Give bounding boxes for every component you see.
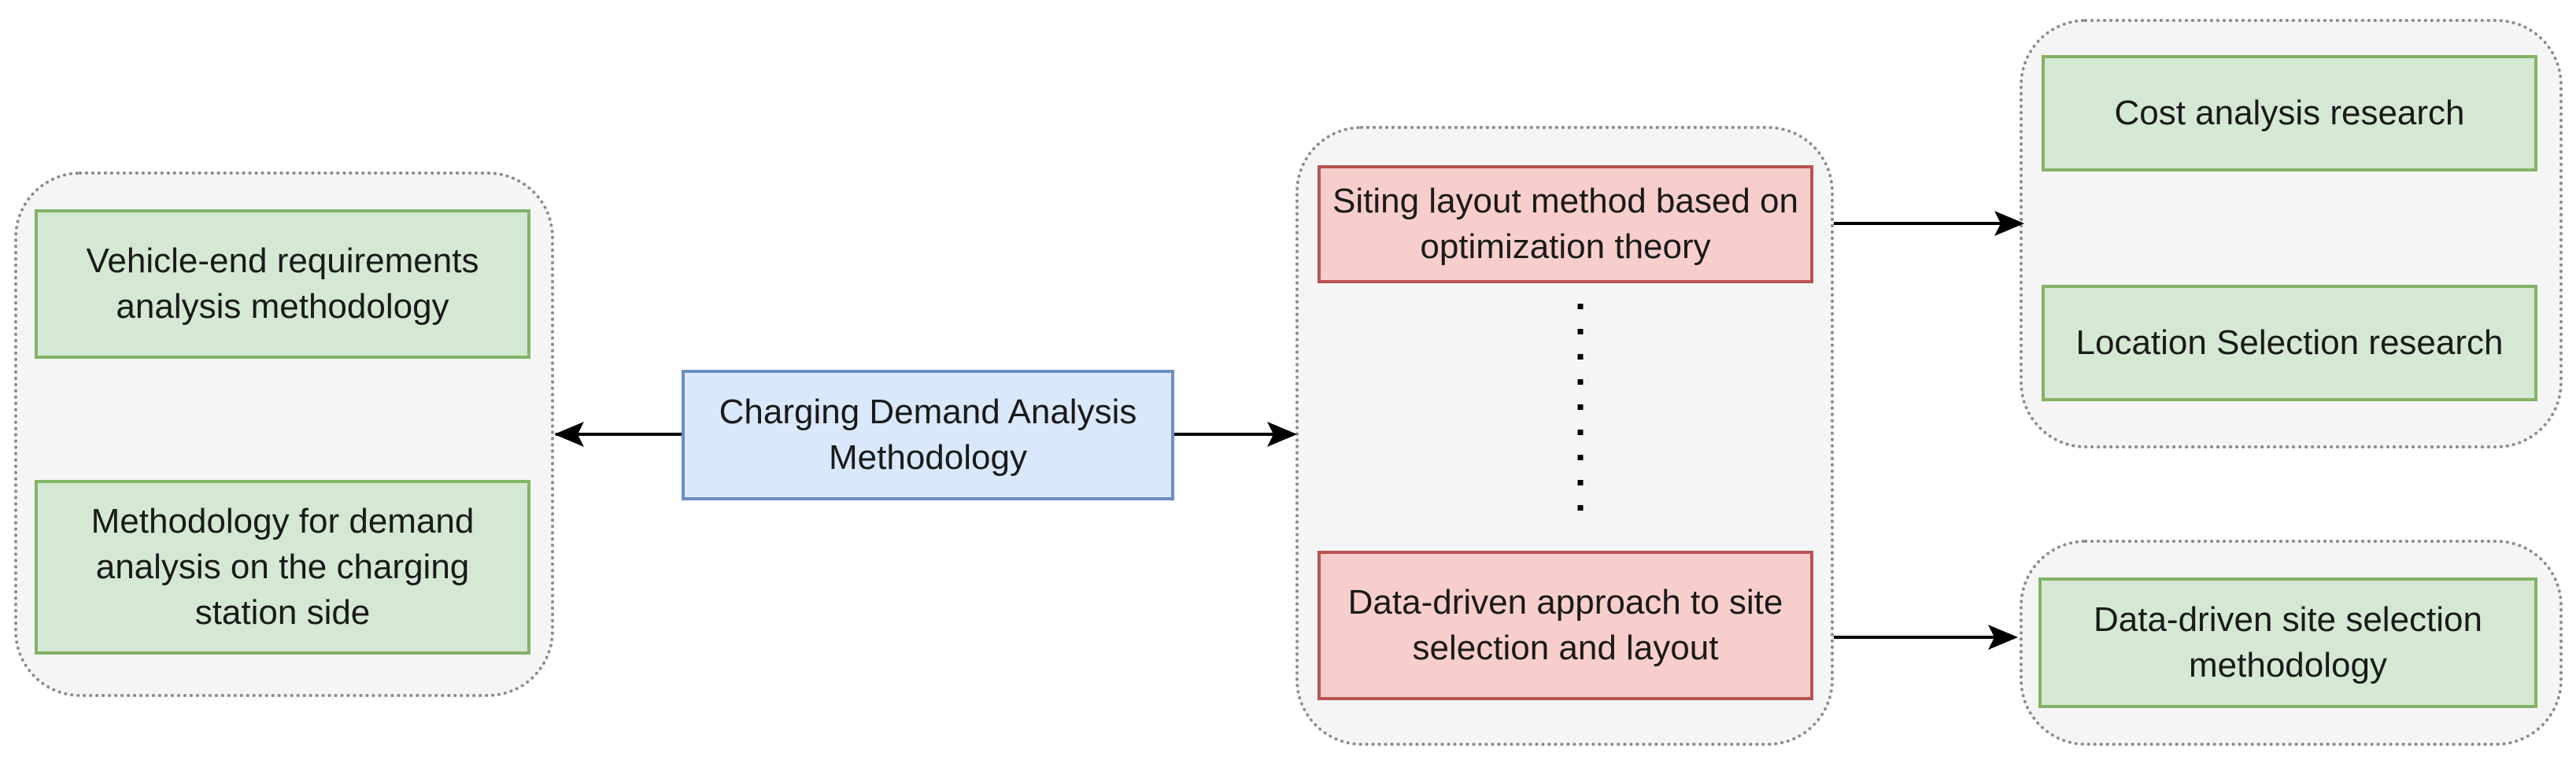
arrow-center-to-left (554, 422, 682, 447)
right-node-data-driven-site-selection: Data-driven site selection methodology (2038, 577, 2537, 708)
middle-node-data-driven-approach: Data-driven approach to site selection a… (1318, 551, 1813, 700)
arrow-middle-to-right-top (1834, 211, 2024, 236)
arrow-middle-to-right-bottom (1834, 625, 2018, 650)
middle-node-optimization-theory: Siting layout method based on optimizati… (1318, 165, 1813, 283)
center-node-charging-demand: Charging Demand Analysis Methodology (682, 370, 1174, 500)
right-node-location-selection: Location Selection research (2042, 285, 2537, 401)
right-node-cost-analysis: Cost analysis research (2042, 55, 2537, 172)
arrow-center-to-middle (1174, 422, 1297, 447)
left-node-vehicle-end: Vehicle-end requirements analysis method… (35, 209, 530, 359)
left-node-charging-station-side: Methodology for demand analysis on the c… (35, 480, 530, 655)
